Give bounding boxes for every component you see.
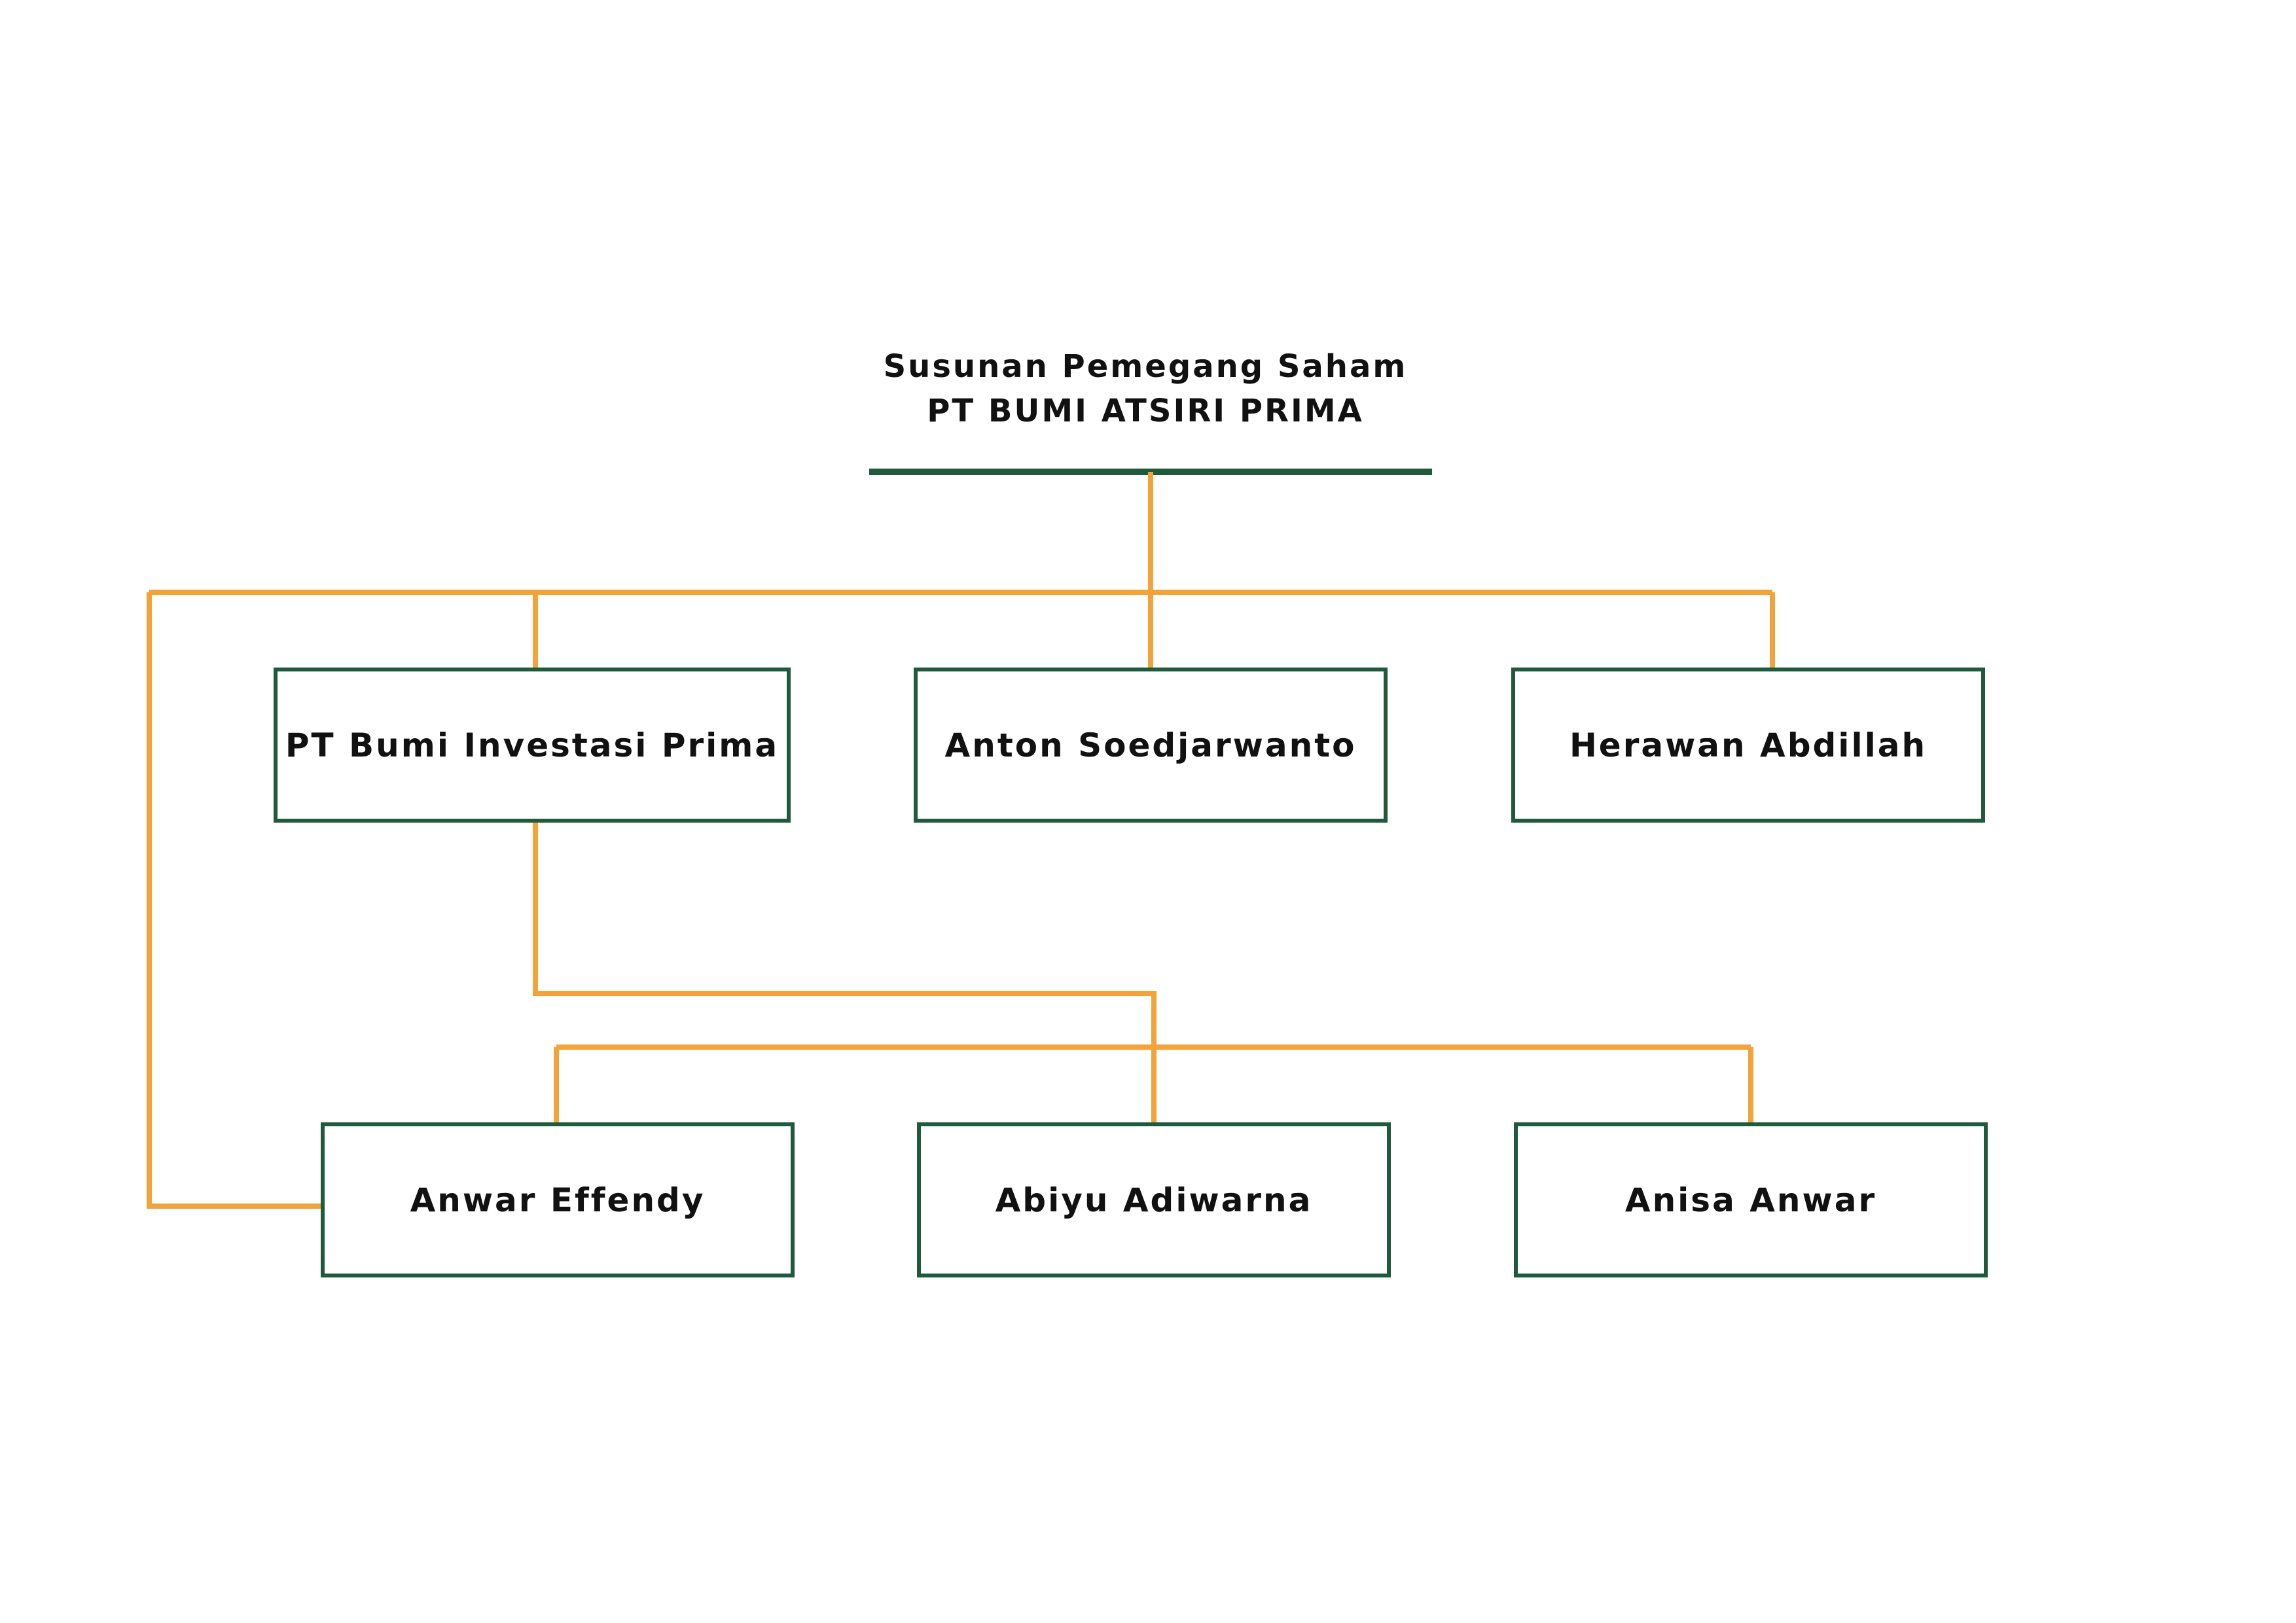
connector-pt-bumi-to-abiyu-adiwarna [533, 821, 1157, 1122]
node-label: PT Bumi Investasi Prima [285, 726, 780, 764]
title-line-1: Susunan Pemegang Saham [883, 348, 1408, 385]
node-anton-soedjarwanto: Anton Soedjarwanto [914, 668, 1388, 823]
node-label: Anton Soedjarwanto [944, 726, 1357, 764]
node-pt-bumi-investasi-prima: PT Bumi Investasi Prima [274, 668, 791, 823]
connector-left-to-anwar-effendy [147, 592, 321, 1209]
node-label: Herawan Abdillah [1569, 726, 1928, 764]
node-anwar-effendy: Anwar Effendy [321, 1122, 795, 1277]
node-herawan-abdillah: Herawan Abdillah [1511, 668, 1985, 823]
title-line-2: PT BUMI ATSIRI PRIMA [927, 393, 1364, 429]
node-abiyu-adiwarna: Abiyu Adiwarna [917, 1122, 1391, 1277]
node-label: Anwar Effendy [410, 1181, 706, 1219]
node-anisa-anwar: Anisa Anwar [1514, 1122, 1988, 1277]
ownership-connectors [147, 472, 1775, 1209]
node-label: Abiyu Adiwarna [995, 1181, 1313, 1219]
node-label: Anisa Anwar [1624, 1181, 1877, 1219]
